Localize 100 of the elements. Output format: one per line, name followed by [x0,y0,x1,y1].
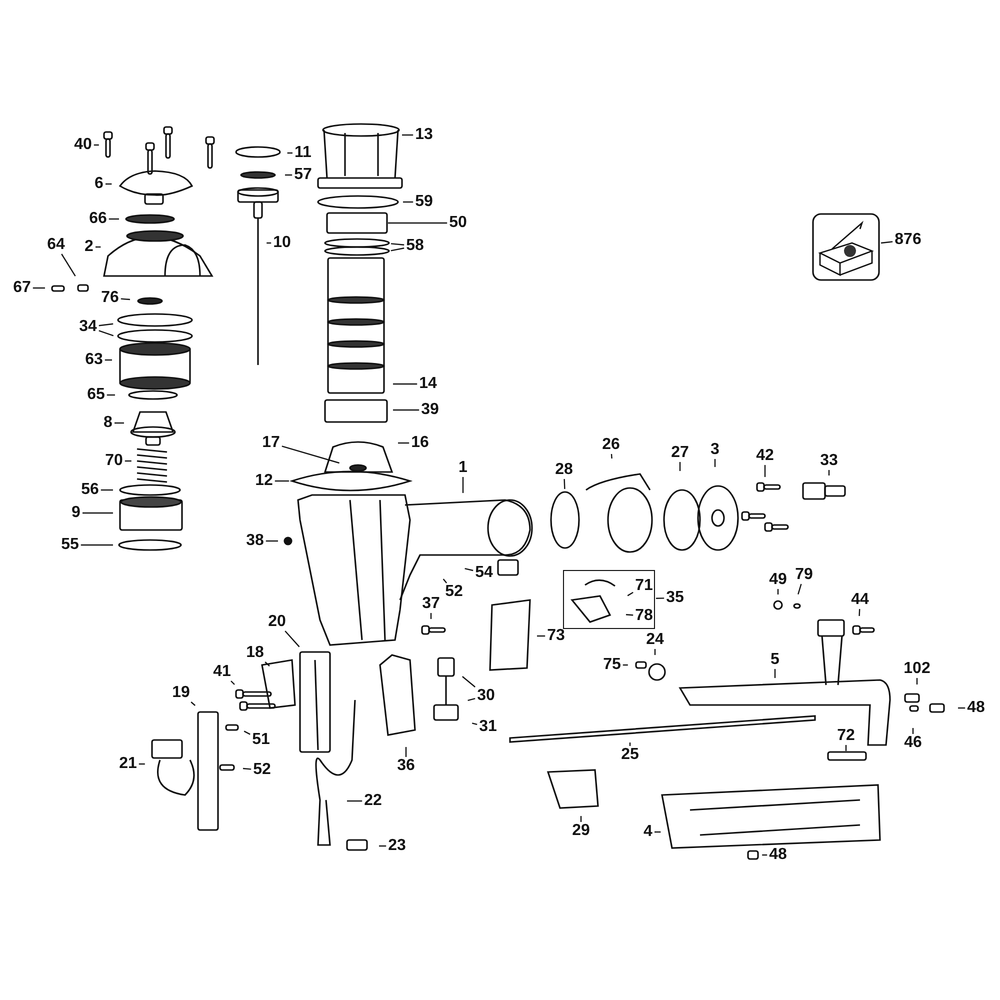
callout-number: 52 [252,762,272,778]
leader-line [108,218,119,220]
leader-line [266,540,278,542]
callout-number: 102 [902,661,932,677]
callout-number: 46 [903,735,923,751]
leader-line [106,183,112,185]
callout-number: 40 [73,137,93,153]
leader-line [656,598,664,599]
callout-number: 9 [70,505,82,521]
callout-number: 1 [458,460,468,476]
callout-number: 14 [418,376,438,392]
leader-line [880,241,893,244]
callout-number: 35 [665,590,685,606]
leader-line [762,854,768,856]
callout-number: 55 [60,537,80,553]
leader-line [858,608,860,616]
leader-line [282,446,340,464]
callout-number: 25 [620,747,640,763]
callout-number: 72 [836,728,856,744]
callout-number: 31 [478,719,498,735]
callout-number: 66 [88,211,108,227]
callout-number: 16 [410,435,430,451]
leader-line [430,613,432,619]
leader-line [798,584,802,594]
callout-number: 6 [94,176,104,192]
leader-line [402,134,414,136]
leader-line [230,680,235,685]
leader-line [347,800,362,802]
leader-line [462,477,464,493]
callout-number: 67 [12,280,32,296]
leader-line [679,462,681,471]
leader-line [403,201,414,203]
leader-line [777,589,779,594]
leader-line [958,707,966,709]
callout-number: 37 [421,596,441,612]
callout-number: 29 [571,823,591,839]
leader-line [32,287,45,289]
callout-number: 34 [78,319,98,335]
leader-line [114,422,124,424]
leader-line [390,243,404,246]
callout-number: 54 [474,565,494,581]
callout-number: 20 [267,614,287,630]
callout-number: 75 [602,657,622,673]
leader-line [61,254,76,276]
leader-line [393,383,418,385]
leader-line [244,730,250,735]
callout-number: 56 [80,482,100,498]
callout-number: 2 [84,239,94,255]
leader-line [124,460,132,462]
callout-number: 19 [171,685,191,701]
callout-number: 58 [405,238,425,254]
leader-line [537,635,546,637]
callout-number: 8 [102,415,114,431]
callout-number: 50 [448,215,468,231]
leader-line [580,816,582,822]
callout-number: 23 [387,838,407,854]
callout-number: 36 [396,758,416,774]
callout-number: 28 [554,462,574,478]
callout-number: 12 [254,473,274,489]
callout-number: 57 [293,167,313,183]
callout-number: 38 [245,533,265,549]
callout-number: 79 [794,567,814,583]
callout-number: 21 [118,756,138,772]
leader-line [398,442,410,444]
leader-line [379,845,386,847]
leader-line [764,465,766,477]
callout-number: 11 [294,145,312,161]
callout-number: 18 [245,645,265,661]
leader-line [654,649,656,655]
callout-number: 64 [46,237,66,253]
leader-line [393,409,420,411]
leader-line [564,478,566,490]
callout-number: 24 [645,632,665,648]
callout-number: 63 [84,352,104,368]
leader-line [138,763,145,765]
leader-line [627,592,634,596]
leader-line [714,459,716,467]
callout-number: 41 [212,664,232,680]
kit-frame [563,570,655,629]
callout-number: 27 [670,445,690,461]
callout-number: 33 [819,453,839,469]
leader-line [622,664,628,666]
leader-line [629,742,631,746]
leader-line [405,747,407,757]
leader-line [916,678,918,684]
leader-line [626,614,634,616]
leader-line [828,470,830,476]
callout-number: 30 [476,688,496,704]
callout-number: 52 [444,584,464,600]
leader-line [82,512,113,514]
callout-number: 73 [546,628,566,644]
parts-box-drawing [812,213,880,281]
leader-line [190,702,196,706]
callout-number: 78 [634,608,654,624]
leader-line [98,330,114,336]
callout-number: 10 [272,235,292,251]
callout-number: 76 [100,290,120,306]
leader-line [242,768,252,770]
callout-number: 17 [261,435,281,451]
leader-line [100,489,113,491]
